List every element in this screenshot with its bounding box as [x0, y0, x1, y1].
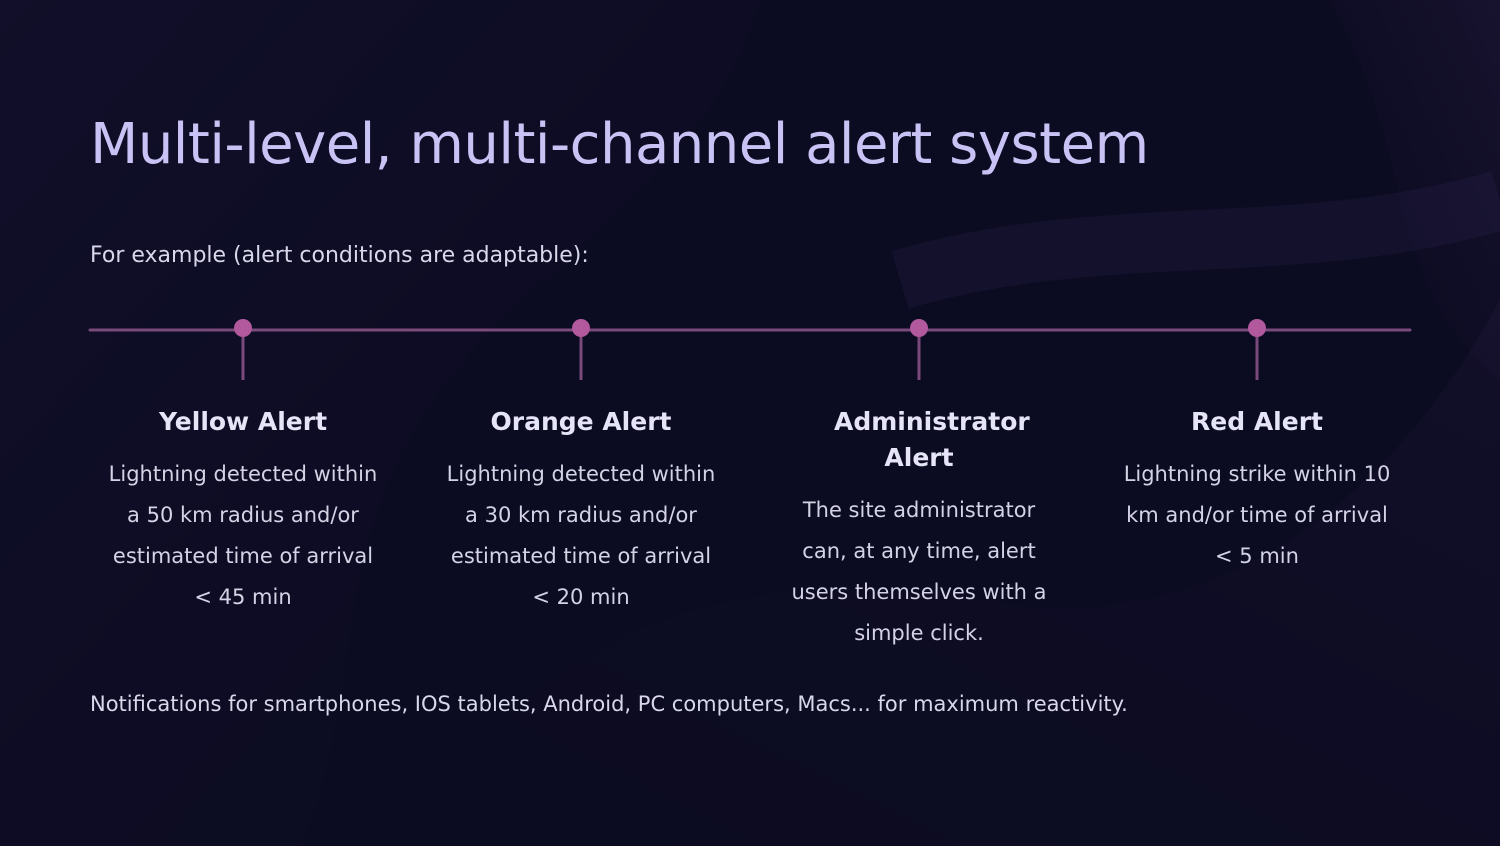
step-description: Lightning detected within a 50 km radius… [108, 462, 378, 609]
step-title: Red Alert [1191, 407, 1323, 436]
step-yellow-alert: Yellow Alert Lightning detected within a… [108, 404, 378, 618]
step-title: Orange Alert [490, 407, 672, 436]
step-title: Yellow Alert [158, 407, 328, 436]
step-description: Lightning detected within a 30 km radius… [446, 462, 716, 609]
step-description: The site administrator can, at any time,… [791, 498, 1047, 645]
step-title: Administrator Alert [834, 407, 1030, 472]
subtitle: For example (alert conditions are adapta… [90, 243, 589, 268]
page-title: Multi-level, multi-channel alert system [90, 112, 1149, 177]
step-administrator-alert: Administrator Alert The site administrat… [784, 404, 1054, 654]
step-description: Lightning strike within 10 km and/or tim… [1123, 462, 1391, 568]
step-orange-alert: Orange Alert Lightning detected within a… [446, 404, 716, 618]
footer-note: Notifications for smartphones, IOS table… [90, 692, 1128, 716]
step-red-alert: Red Alert Lightning strike within 10 km … [1122, 404, 1392, 577]
